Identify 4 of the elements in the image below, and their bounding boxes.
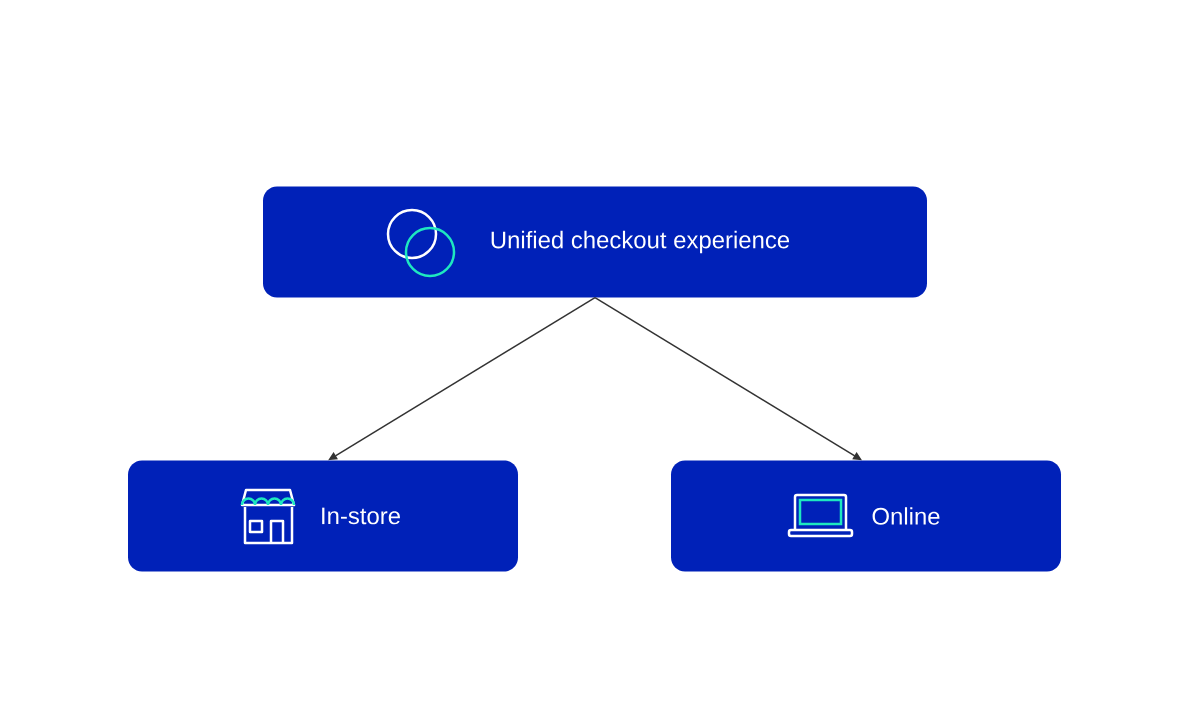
arrow [328, 296, 596, 461]
process-box: In-store [128, 460, 518, 572]
process-box: Unified checkout experience [263, 186, 927, 298]
process-box: Online [671, 460, 1061, 572]
